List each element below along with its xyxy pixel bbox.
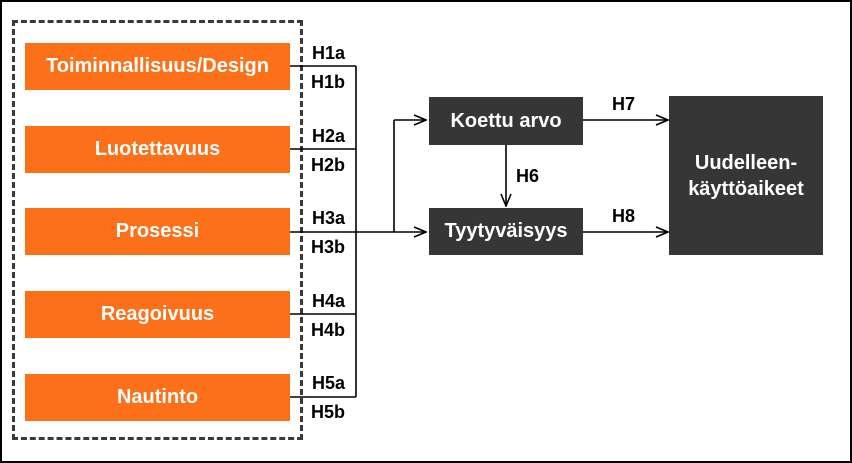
arrows xyxy=(394,120,668,232)
factor-box-nautinto: Nautinto xyxy=(25,374,290,421)
hypothesis-label-h4b: H4b xyxy=(311,320,346,340)
hypothesis-label-h5a: H5a xyxy=(312,373,346,393)
factor-box-luotettavuus: Luotettavuus xyxy=(25,126,290,173)
hypothesis-label-h4a: H4a xyxy=(312,291,346,311)
factor-connectors xyxy=(290,65,395,398)
factor-label: Reagoivuus xyxy=(100,303,215,325)
mediator-label: Tyytyväisyys xyxy=(444,220,568,242)
outcome-label-line1: Uudelleen- xyxy=(694,151,798,174)
hypothesis-label-h2a: H2a xyxy=(312,126,346,146)
hypothesis-label-h7: H7 xyxy=(612,94,636,114)
hypothesis-label-h5b: H5b xyxy=(311,402,346,422)
hypothesis-label-h8: H8 xyxy=(612,206,636,226)
factor-group-dashed-border xyxy=(12,20,303,440)
hypothesis-label-h1b: H1b xyxy=(311,72,346,92)
factor-box-prosessi: Prosessi xyxy=(25,208,290,255)
outcome-box-uudelleenkayttoaikeet: Uudelleen- käyttöaikeet xyxy=(669,96,823,255)
mediator-box-tyytyvaisyys: Tyytyväisyys xyxy=(429,208,583,255)
factor-label: Nautinto xyxy=(116,386,199,408)
outcome-label-line2: käyttöaikeet xyxy=(688,177,804,200)
factor-label: Luotettavuus xyxy=(94,138,221,160)
factor-box-reagoivuus: Reagoivuus xyxy=(25,291,290,338)
hypothesis-label-h6: H6 xyxy=(516,166,540,186)
mediator-label: Koettu arvo xyxy=(450,109,562,132)
hypothesis-label-h3b: H3b xyxy=(311,237,346,257)
hypothesis-label-h2b: H2b xyxy=(311,155,346,175)
factor-label: Prosessi xyxy=(115,220,200,242)
mediator-box-koettu-arvo: Koettu arvo xyxy=(429,97,583,145)
factor-box-toiminnallisuus-design: Toiminnallisuus/Design xyxy=(25,43,290,90)
factor-label: Toiminnallisuus/Design xyxy=(46,55,269,77)
hypothesis-label-h3a: H3a xyxy=(312,208,346,228)
hypothesis-label-h1a: H1a xyxy=(312,43,346,63)
